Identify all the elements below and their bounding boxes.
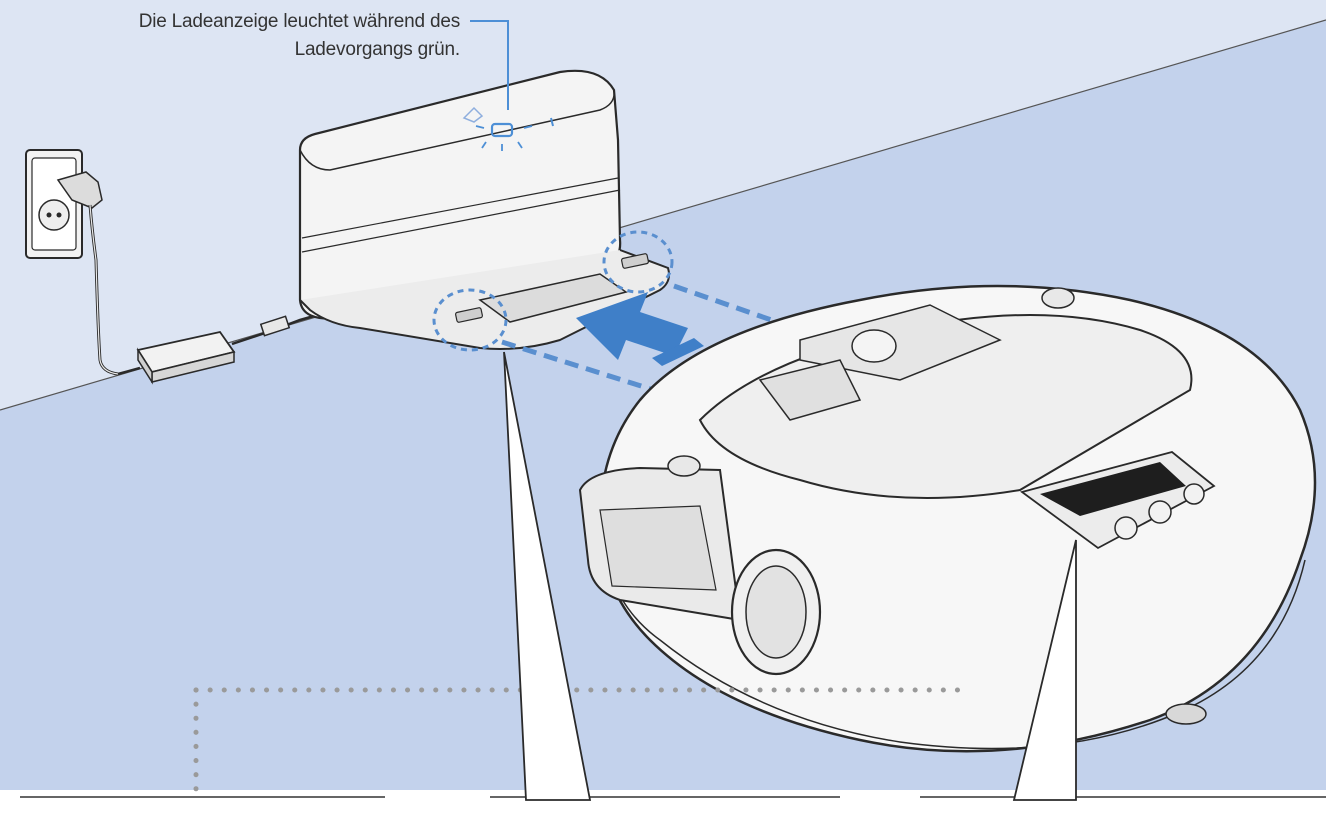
dotted-callout (193, 687, 963, 803)
robot-vacuum (578, 284, 1317, 753)
zoom-pointers (503, 351, 1077, 801)
contact-highlights (432, 230, 674, 352)
socket-icon (25, 149, 119, 376)
caption-line-1: Die Ladeanzeige leuchtet während des (138, 11, 461, 32)
caption-line-2: Ladevorgangs grün. (294, 39, 461, 60)
indicator-caption: Die Ladeanzeige leuchtet während des Lad… (40, 8, 461, 64)
bottom-band (0, 790, 1326, 823)
caption-leader (470, 20, 509, 110)
charging-station (298, 69, 670, 350)
robot-display (1019, 451, 1216, 550)
power-adapter (117, 314, 315, 385)
